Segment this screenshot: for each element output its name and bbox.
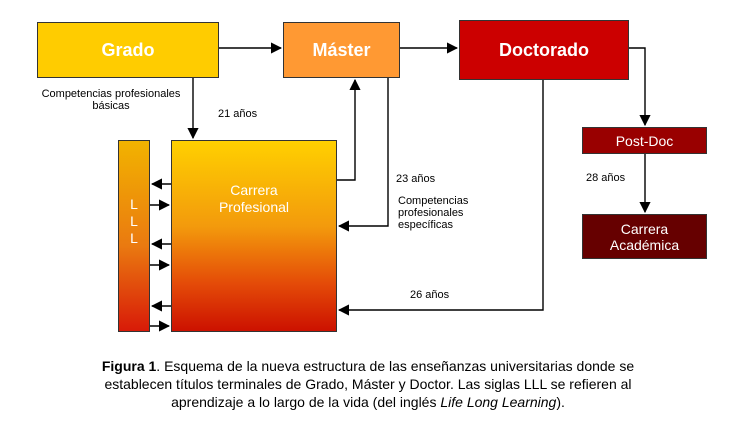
caption-italic: Life Long Learning bbox=[440, 394, 557, 410]
competencias-basicas-label: Competencias profesionales básicas bbox=[41, 88, 181, 112]
carrera-academica-box: Carrera Académica bbox=[582, 214, 707, 259]
postdoc-box: Post-Doc bbox=[582, 127, 707, 154]
grado-label: Grado bbox=[101, 39, 155, 60]
age-26-label: 26 años bbox=[410, 289, 450, 301]
doctorado-box: Doctorado bbox=[459, 20, 629, 80]
competencias-especificas-label: Competencias profesionales específicas bbox=[398, 195, 469, 231]
carrera-profesional-line2: Profesional bbox=[218, 199, 290, 215]
lll-letter-2: L bbox=[130, 213, 138, 229]
grado-box: Grado bbox=[37, 22, 219, 78]
age-28-label: 28 años bbox=[586, 172, 626, 184]
postdoc-label: Post-Doc bbox=[615, 132, 674, 149]
figure-caption: Figura 1. Esquema de la nueva estructura… bbox=[0, 357, 736, 411]
age-21-label: 21 años bbox=[218, 108, 258, 120]
carrera-profesional-box: Carrera Profesional bbox=[171, 140, 337, 332]
master-label: Máster bbox=[312, 39, 371, 60]
caption-line1: . Esquema de la nueva estructura de las … bbox=[156, 358, 635, 374]
lll-box: L L L bbox=[118, 140, 150, 332]
caption-line3a: aprendizaje a lo largo de la vida (del i… bbox=[171, 394, 441, 410]
arrow-doctorado-carrera bbox=[337, 80, 544, 316]
caption-line3b: ). bbox=[556, 394, 565, 410]
master-box: Máster bbox=[283, 22, 400, 78]
doctorado-label: Doctorado bbox=[499, 39, 589, 60]
arrow-carrera-master bbox=[337, 78, 361, 181]
arrow-doctorado-postdoc bbox=[629, 47, 651, 127]
arrow-master-carrera bbox=[337, 78, 389, 232]
lll-letter-1: L bbox=[130, 196, 138, 212]
carrera-academica-line2: Académica bbox=[609, 236, 680, 253]
lll-letter-3: L bbox=[130, 230, 138, 246]
carrera-profesional-line1: Carrera bbox=[230, 182, 278, 198]
caption-line2: establecen títulos terminales de Grado, … bbox=[104, 376, 632, 392]
carrera-academica-line1: Carrera bbox=[620, 220, 669, 237]
caption-prefix: Figura 1 bbox=[101, 358, 157, 374]
age-23-label: 23 años bbox=[396, 173, 436, 185]
